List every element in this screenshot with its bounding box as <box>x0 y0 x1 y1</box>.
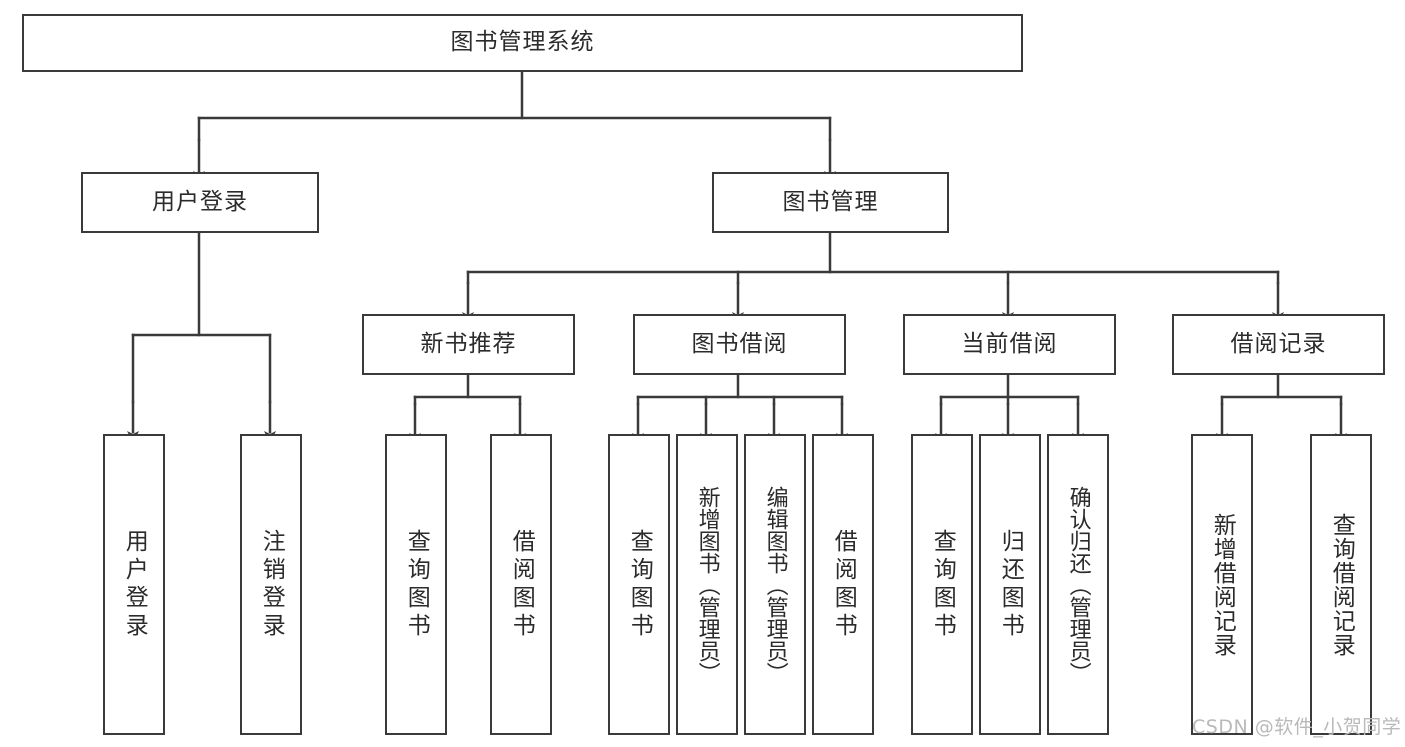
leaf-current-borrow-return-books[interactable]: 归还图书 <box>979 434 1041 735</box>
leaf-book-borrow-borrow-books[interactable]: 借阅图书 <box>812 434 874 735</box>
leaf-book-borrow-add-book-admin[interactable]: 新增图书（管理员） <box>676 434 738 735</box>
leaf-current-borrow-confirm-return-admin[interactable]: 确认归还（管理员） <box>1047 434 1109 735</box>
leaf-user-login-logout[interactable]: 注销登录 <box>240 434 302 735</box>
csdn-watermark: CSDN @软件_小贺同学 <box>1192 716 1402 738</box>
node-root-book-management-system[interactable]: 图书管理系统 <box>22 14 1023 72</box>
node-book-management[interactable]: 图书管理 <box>712 172 949 233</box>
leaf-borrow-records-query-record[interactable]: 查询借阅记录 <box>1310 434 1372 735</box>
leaf-new-book-borrow-books[interactable]: 借阅图书 <box>490 434 552 735</box>
leaf-current-borrow-query-books[interactable]: 查询图书 <box>911 434 973 735</box>
leaf-user-login-login[interactable]: 用户登录 <box>103 434 165 735</box>
leaf-borrow-records-add-record[interactable]: 新增借阅记录 <box>1191 434 1253 735</box>
node-new-book-recommend[interactable]: 新书推荐 <box>362 314 575 375</box>
leaf-book-borrow-query-books[interactable]: 查询图书 <box>608 434 670 735</box>
leaf-new-book-query-books[interactable]: 查询图书 <box>385 434 447 735</box>
leaf-book-borrow-edit-book-admin[interactable]: 编辑图书（管理员） <box>744 434 806 735</box>
node-user-login[interactable]: 用户登录 <box>81 172 319 233</box>
node-current-borrow[interactable]: 当前借阅 <box>903 314 1116 375</box>
node-borrow-records[interactable]: 借阅记录 <box>1172 314 1385 375</box>
node-book-borrow[interactable]: 图书借阅 <box>633 314 846 375</box>
